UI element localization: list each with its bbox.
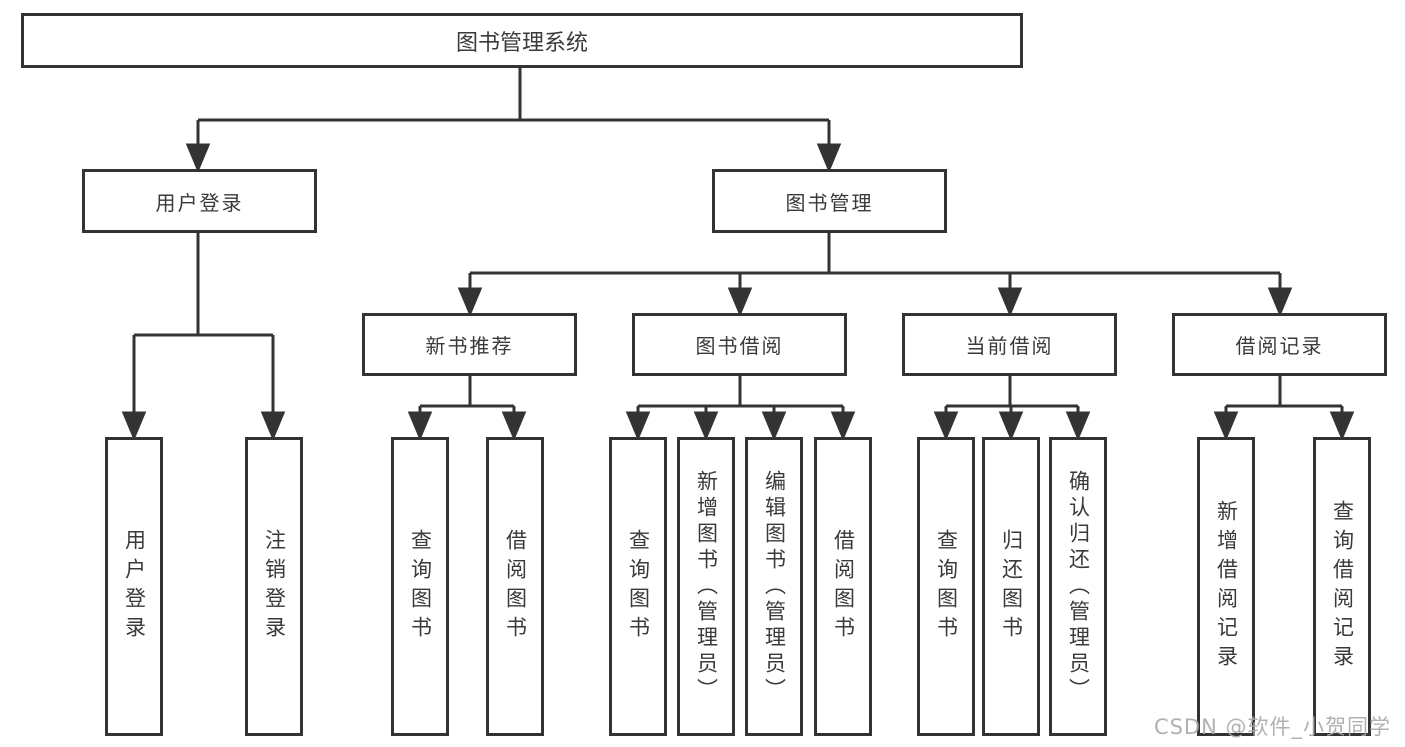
node-new-book-recommend: 新书推荐 bbox=[362, 313, 577, 376]
arrowhead bbox=[727, 287, 753, 317]
arrowhead bbox=[501, 411, 527, 441]
node-current-borrow: 当前借阅 bbox=[902, 313, 1117, 376]
node-book-borrow: 图书借阅 bbox=[632, 313, 847, 376]
arrowhead bbox=[407, 411, 433, 441]
leaf-logout: 注销登录 bbox=[245, 437, 303, 736]
leaf-label: 查询图书 bbox=[934, 528, 959, 645]
arrowhead bbox=[933, 411, 959, 441]
arrowhead bbox=[1267, 287, 1293, 317]
arrowhead bbox=[761, 411, 787, 441]
arrowhead bbox=[1065, 411, 1091, 441]
leaf-label: 借阅图书 bbox=[831, 528, 856, 645]
node-label: 图书管理 bbox=[785, 190, 874, 215]
leaf-user-login: 用户登录 bbox=[105, 437, 163, 736]
node-label: 用户登录 bbox=[155, 190, 244, 215]
leaf-borrow-books-2: 借阅图书 bbox=[814, 437, 872, 736]
arrowhead bbox=[830, 411, 856, 441]
arrowhead bbox=[1329, 411, 1355, 441]
node-label: 当前借阅 bbox=[965, 334, 1054, 358]
leaf-label: 归还图书 bbox=[999, 528, 1024, 645]
arrowhead bbox=[693, 411, 719, 441]
leaf-edit-books-admin: 编辑图书（管理员） bbox=[745, 437, 803, 736]
leaf-add-borrow-record: 新增借阅记录 bbox=[1197, 437, 1255, 736]
leaf-add-books-admin: 新增图书（管理员） bbox=[677, 437, 735, 736]
leaf-label: 查询借阅记录 bbox=[1330, 499, 1355, 674]
leaf-query-books-1: 查询图书 bbox=[391, 437, 449, 736]
node-label: 借阅记录 bbox=[1235, 334, 1324, 358]
arrowhead bbox=[457, 287, 483, 317]
leaf-label: 新增图书（管理员） bbox=[694, 469, 719, 704]
leaf-label: 编辑图书（管理员） bbox=[762, 469, 787, 704]
node-label: 图书管理系统 bbox=[455, 30, 588, 56]
leaf-label: 查询图书 bbox=[626, 528, 651, 645]
node-label: 新书推荐 bbox=[425, 334, 514, 358]
leaf-label: 确认归还（管理员） bbox=[1066, 469, 1091, 704]
arrowhead bbox=[1213, 411, 1239, 441]
leaf-label: 新增借阅记录 bbox=[1214, 499, 1239, 674]
node-user-login: 用户登录 bbox=[82, 169, 317, 233]
arrowhead bbox=[998, 411, 1024, 441]
arrowhead bbox=[816, 143, 842, 173]
leaf-confirm-return-admin: 确认归还（管理员） bbox=[1049, 437, 1107, 736]
arrowhead bbox=[997, 287, 1023, 317]
node-borrow-record: 借阅记录 bbox=[1172, 313, 1387, 376]
leaf-label: 借阅图书 bbox=[503, 528, 528, 645]
arrowhead bbox=[260, 411, 286, 441]
arrowhead bbox=[121, 411, 147, 441]
node-label: 图书借阅 bbox=[695, 334, 784, 358]
leaf-query-borrow-record: 查询借阅记录 bbox=[1313, 437, 1371, 736]
leaf-query-books-3: 查询图书 bbox=[917, 437, 975, 736]
node-book-management: 图书管理 bbox=[712, 169, 947, 233]
arrowhead bbox=[185, 143, 211, 173]
leaf-label: 注销登录 bbox=[262, 528, 287, 645]
leaf-return-books: 归还图书 bbox=[982, 437, 1040, 736]
leaf-borrow-books-1: 借阅图书 bbox=[486, 437, 544, 736]
leaf-query-books-2: 查询图书 bbox=[609, 437, 667, 736]
arrowhead bbox=[625, 411, 651, 441]
leaf-label: 用户登录 bbox=[122, 528, 147, 645]
leaf-label: 查询图书 bbox=[408, 528, 433, 645]
node-library-management-system: 图书管理系统 bbox=[21, 13, 1023, 68]
